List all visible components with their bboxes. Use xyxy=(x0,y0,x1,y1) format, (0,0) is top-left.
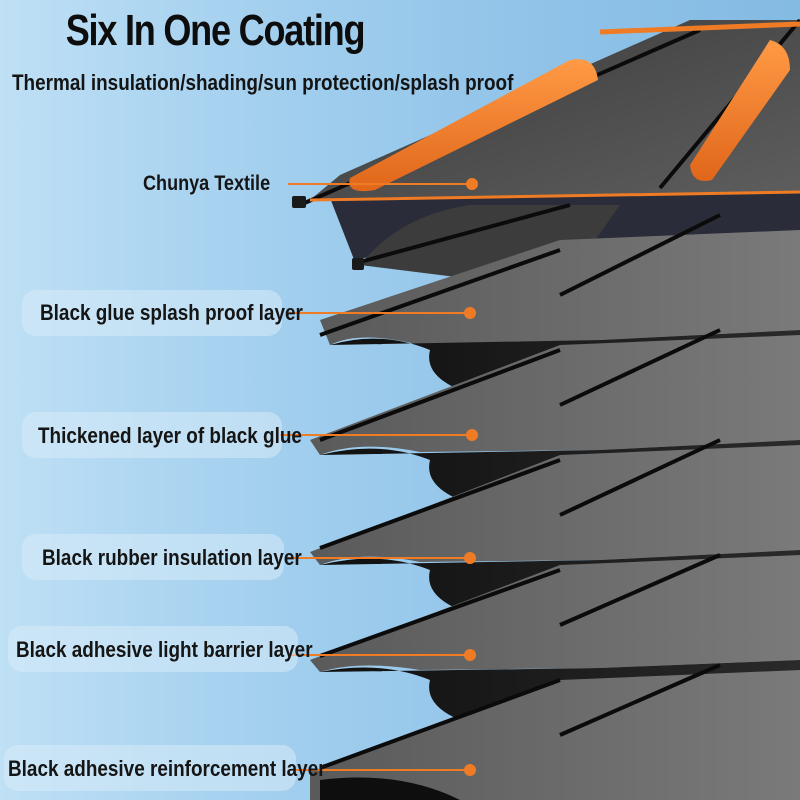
label-background-6 xyxy=(4,745,296,791)
page-title: Six In One Coating xyxy=(65,6,366,55)
label-background-4 xyxy=(22,534,284,580)
label-background-3 xyxy=(22,412,282,458)
orange-rib-sleeves xyxy=(292,21,800,270)
pointer-dot-3 xyxy=(466,429,478,441)
layer-label-6: Black adhesive reinforcement layer xyxy=(8,756,326,781)
layer-pointers xyxy=(280,178,478,776)
label-background-5 xyxy=(8,626,298,672)
page-subtitle: Thermal insulation/shading/sun protectio… xyxy=(12,70,514,95)
label-background-2 xyxy=(22,290,282,336)
pointer-dot-6 xyxy=(464,764,476,776)
pointer-dot-2 xyxy=(464,307,476,319)
layer-label-2: Black glue splash proof layer xyxy=(40,300,303,325)
layer-label-4: Black rubber insulation layer xyxy=(42,545,302,570)
pointer-dot-4 xyxy=(464,552,476,564)
pointer-dot-5 xyxy=(464,649,476,661)
canopy-layer-stack xyxy=(310,230,800,800)
layer-label-1: Chunya Textile xyxy=(143,172,271,195)
layer-label-5: Black adhesive light barrier layer xyxy=(16,637,313,662)
pointer-dot-1 xyxy=(466,178,478,190)
layer-label-3: Thickened layer of black glue xyxy=(38,423,302,448)
